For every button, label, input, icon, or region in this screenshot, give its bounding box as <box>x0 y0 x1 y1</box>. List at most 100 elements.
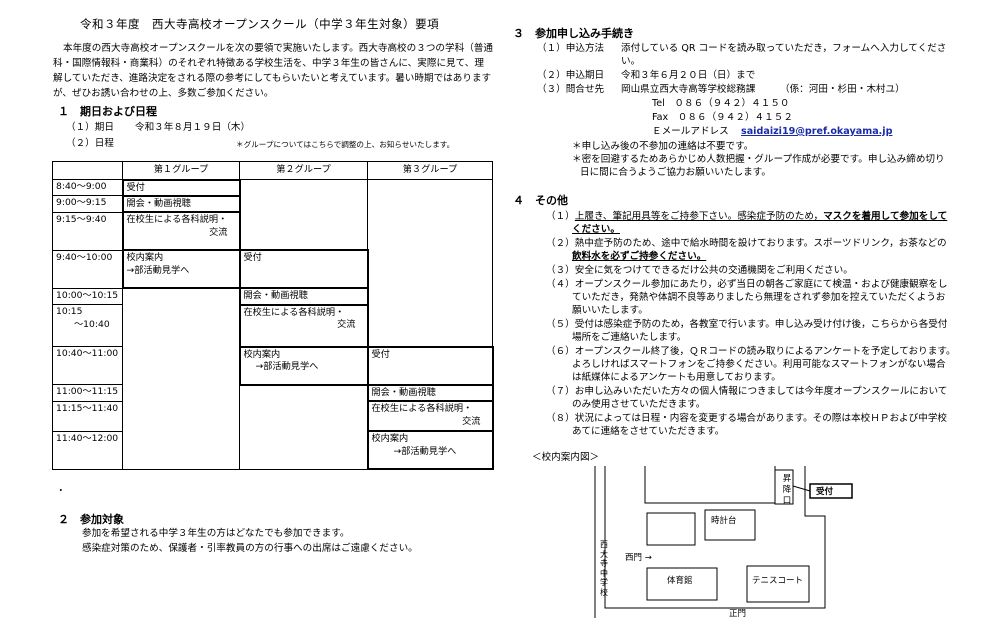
explain-cell: 在校生による各科説明・ 交流 <box>238 303 369 348</box>
main-gate-label: 正門 <box>729 609 747 619</box>
schedule-table: 第１グループ 第２グループ 第３グループ 8:40～9:00 受付 9:00～9… <box>52 161 494 471</box>
item2-line2: 飲料水を必ずご持参ください。 <box>572 251 707 262</box>
item8-line1: （８）状況によっては日程・内容を変更する場合があります。その際は本校ＨＰおよび中… <box>546 413 948 424</box>
map-caption: ＜校内案内図＞ <box>532 452 600 463</box>
section2-line1: 参加を希望される中学３年生の方はどなたでも参加できます。 <box>82 528 350 539</box>
fax-line: Fax ０８６（９４２）４１５２ <box>652 112 793 123</box>
deadline-value: 令和３年６月２０日（日）まで <box>621 70 756 81</box>
tour-line2: →部活動見学へ <box>126 264 190 276</box>
reception-cell: 受付 <box>121 178 241 197</box>
note2b: 日に間に合うようご協力お願いいたします。 <box>580 167 771 178</box>
explain-cell: 在校生による各科説明・ 交流 <box>121 211 241 252</box>
junior-high-label: 西大寺中学校 <box>600 540 608 597</box>
item4-line2: ていただき，発熱や体調不良等ありましたら無理をされず参加を控えていただくようお <box>572 292 946 303</box>
page-title: 令和３年度 西大寺高校オープンスクール（中学３年生対象）要項 <box>80 17 440 31</box>
deadline-label: （２）申込期日 <box>537 70 605 81</box>
group1-header: 第１グループ <box>122 161 240 180</box>
section2-heading: ２ 参加対象 <box>58 513 124 526</box>
time-cell: 10:15 ～10:40 <box>52 304 123 348</box>
opening-cell: 開会・動画視聴 <box>121 194 241 214</box>
item2-line1: （２）熱中症予防のため、途中で給水時間を設けております。スポーツドリンク，お茶な… <box>546 238 947 249</box>
explain-line2: 交流 <box>209 226 228 238</box>
item6-line3: は紙媒体によるアンケートも用意しております。 <box>572 372 781 383</box>
building-a <box>646 512 696 546</box>
group3-header: 第３グループ <box>367 161 493 180</box>
item1-line2: ください。 <box>572 224 620 235</box>
time-cell: 11:40～12:00 <box>52 430 123 470</box>
time-cell: 9:00～9:15 <box>52 195 123 213</box>
campus-map <box>594 466 853 618</box>
reception-label: 受付 <box>816 487 834 497</box>
contact-org: 岡山県立西大寺高等学校総務課 <box>621 84 756 95</box>
note2a: ＊密を回避するためあらかじめ人数把握・グループ作成が必要です。申し込み締め切り <box>572 154 945 165</box>
campus-boundary <box>604 466 826 609</box>
entrance-box <box>774 469 794 505</box>
tour-cell: 校内案内 →部活動見学へ <box>238 345 369 386</box>
reception-cell: 受付 <box>366 345 494 386</box>
explain-line2: 交流 <box>337 319 356 331</box>
clock-label: 時計台 <box>711 516 737 526</box>
explain-line1: 在校生による各科説明・ <box>243 306 345 318</box>
section2-line2: 感染症対策のため、保護者・引率教員の方の行事への出席はご遠慮ください。 <box>82 543 418 554</box>
gym-label: 体育館 <box>667 576 693 586</box>
tour-cell: 校内案内 →部活動見学へ <box>121 249 241 290</box>
schedule-label: （２）日程 <box>66 138 114 149</box>
section4-heading: ４ その他 <box>513 194 568 207</box>
item1-line1: （１）上履き、筆記用具等をご持参下さい。感染症予防のため，マスクを着用して参加を… <box>546 211 948 222</box>
item8-line2: あてに連絡をさせていただきます。 <box>572 426 725 437</box>
tennis-court <box>746 565 810 603</box>
item3: （３）安全に気をつけてできるだけ公共の交通機関をご利用ください。 <box>546 265 853 276</box>
explain-line2: 交流 <box>462 415 481 427</box>
opening-cell: 開会・動画視聴 <box>366 383 494 403</box>
time-cell: 10:00～10:15 <box>52 287 123 306</box>
note1: ＊申し込み後の不参加の連絡は不要です。 <box>572 141 754 152</box>
item5-line2: 場所をご連絡いたします。 <box>572 332 687 343</box>
time-cell: 10:40～11:00 <box>52 346 123 386</box>
item4-line1: （４）オープンスクール参加にあたり，必ず当日の朝各ご家庭にて検温・および健康観察… <box>546 279 948 290</box>
tour-line2: →部活動見学へ <box>393 445 457 457</box>
time-cell: 11:00～11:15 <box>52 384 123 402</box>
schedule-note: ＊グループについてはこちらで調整の上、お知らせいたします。 <box>236 140 455 149</box>
tour-line1: 校内案内 <box>243 348 281 360</box>
reception-cell: 受付 <box>238 249 369 290</box>
intro-paragraph: 本年度の西大寺高校オープンスクールを次の要領で実施いたします。西大寺高校の３つの… <box>53 43 493 99</box>
time-cell: 9:15～9:40 <box>52 211 123 251</box>
item7-line1: （７）お申し込みいただいた方々の個人情報につきましては今年度オープンスクールにお… <box>546 386 948 397</box>
time-cell: 9:40～10:00 <box>52 249 123 289</box>
section1-heading: １ 期日および日程 <box>58 105 157 118</box>
time-cell: 11:15～11:40 <box>52 400 123 432</box>
contact-staff: （係：河田・杉田・木村ユ） <box>780 84 905 95</box>
date-label: （１）期日 <box>66 122 114 133</box>
item5-line1: （５）受付は感染症予防のため，各教室で行います。申し込み受け付け後，こちらから各… <box>546 319 948 330</box>
tour-line1: 校内案内 <box>126 252 164 264</box>
item6-line1: （６）オープンスクール終了後，ＱＲコードの読み取りによるアンケートを予定しており… <box>546 346 956 357</box>
contact-label: （３）問合せ先 <box>537 84 605 95</box>
tour-cell: 校内案内 →部活動見学へ <box>366 430 494 471</box>
explain-cell: 在校生による各科説明・ 交流 <box>366 400 494 433</box>
time-cell: 8:40～9:00 <box>52 178 123 197</box>
method-text2: い。 <box>621 56 641 67</box>
gym-building <box>646 567 718 601</box>
tour-line2: →部活動見学へ <box>255 361 319 373</box>
date-value: 令和３年８月１９日（木） <box>135 122 251 133</box>
tel-line: Tel ０８６（９４２）４１５０ <box>652 98 790 109</box>
west-gate-label: 西門 → <box>625 553 652 563</box>
email-link[interactable]: saidaizi19@pref.okayama.jp <box>741 126 893 137</box>
item4-line3: 願いいたします。 <box>572 305 648 316</box>
tennis-label: テニスコート <box>752 576 804 586</box>
method-label: （１）申込方法 <box>537 43 605 54</box>
tour-line1: 校内案内 <box>371 433 409 445</box>
building-line <box>644 466 776 504</box>
explain-line1: 在校生による各科説明・ <box>126 214 228 226</box>
clock-tower-building <box>704 509 756 541</box>
item7-line2: のみ使用させていただきます。 <box>572 399 706 410</box>
email-label: Ｅメールアドレス <box>652 126 729 137</box>
entrance-label: 昇降口 <box>782 474 792 506</box>
reception-pointer <box>792 485 811 492</box>
explain-line1: 在校生による各科説明・ <box>371 403 473 415</box>
group2-header: 第２グループ <box>239 161 368 180</box>
bullet-mark: ・ <box>56 486 66 497</box>
item6-line2: よろしければスマートフォンをご持参ください。利用可能なスマートフォンがない場合 <box>572 359 946 370</box>
opening-cell: 開会・動画視聴 <box>238 287 369 306</box>
section3-heading: ３ 参加申し込み手続き <box>513 27 634 40</box>
